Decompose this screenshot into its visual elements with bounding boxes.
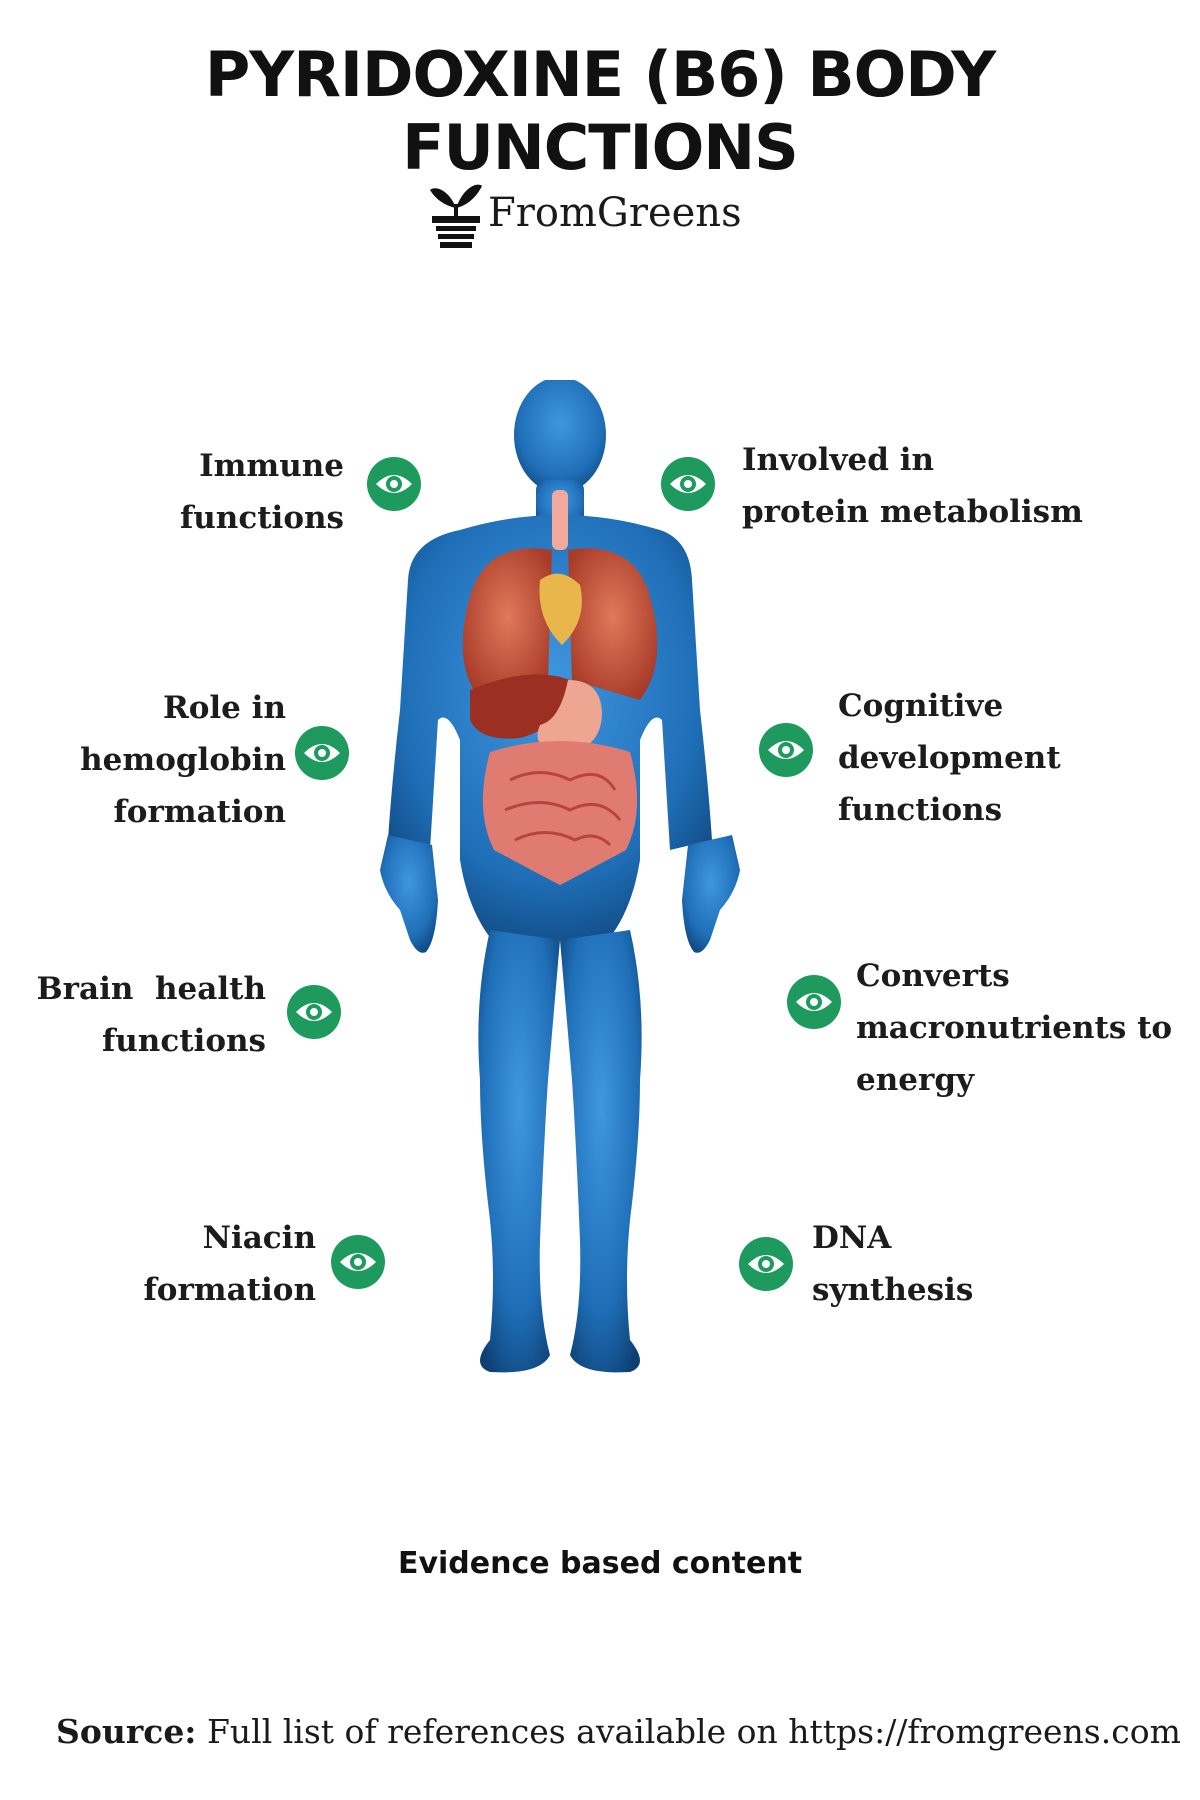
- label-line: Brain health: [36, 971, 266, 1007]
- label-line: functions: [101, 1023, 266, 1059]
- label-line: formation: [113, 794, 286, 830]
- label-line: Niacin: [202, 1220, 316, 1256]
- label-line: formation: [143, 1272, 316, 1308]
- brand-name: FromGreens: [488, 190, 742, 236]
- page-title: PYRIDOXINE (B6) BODY FUNCTIONS: [204, 38, 996, 184]
- eye-icon: [367, 457, 421, 511]
- human-anatomy-figure: [380, 380, 740, 1373]
- source-text: Full list of references available on htt…: [207, 1712, 1181, 1751]
- eye-icon: [331, 1235, 385, 1289]
- label-line: Involved in: [742, 442, 935, 478]
- label-line: energy: [856, 1062, 975, 1098]
- eye-icon: [759, 723, 813, 777]
- label-niacin-formation: Niacin formation: [143, 1212, 316, 1316]
- eye-icon: [661, 457, 715, 511]
- label-line: Converts: [856, 958, 1010, 994]
- label-line: protein metabolism: [742, 494, 1083, 530]
- eye-icon: [787, 975, 841, 1029]
- source-label: Source:: [56, 1712, 197, 1751]
- label-dna-synthesis: DNA synthesis: [812, 1212, 973, 1316]
- label-protein-metabolism: Involved in protein metabolism: [742, 434, 1083, 538]
- brand-logo: FromGreens: [428, 178, 742, 258]
- label-hemoglobin-formation: Role in hemoglobin formation: [80, 682, 286, 838]
- eye-icon: [287, 985, 341, 1039]
- label-line: hemoglobin: [80, 742, 286, 778]
- source-line: Source: Full list of references availabl…: [56, 1712, 1181, 1751]
- label-line: Immune: [199, 448, 344, 484]
- eye-icon: [295, 726, 349, 780]
- label-line: Role in: [162, 690, 286, 726]
- label-immune-functions: Immune functions: [180, 440, 344, 544]
- label-macronutrients-energy: Converts macronutrients to energy: [856, 950, 1172, 1106]
- plant-pot-icon: [430, 184, 482, 248]
- label-brain-health: Brain health functions: [36, 963, 266, 1067]
- label-line: functions: [838, 792, 1003, 828]
- label-line: development: [838, 740, 1061, 776]
- label-line: macronutrients to: [856, 1010, 1173, 1046]
- label-line: functions: [179, 500, 344, 536]
- label-line: DNA: [812, 1220, 892, 1256]
- label-cognitive-development: Cognitive development functions: [838, 680, 1061, 836]
- label-line: synthesis: [812, 1272, 974, 1308]
- label-line: Cognitive: [838, 688, 1004, 724]
- evidence-note: Evidence based content: [397, 1546, 803, 1581]
- eye-icon: [739, 1237, 793, 1291]
